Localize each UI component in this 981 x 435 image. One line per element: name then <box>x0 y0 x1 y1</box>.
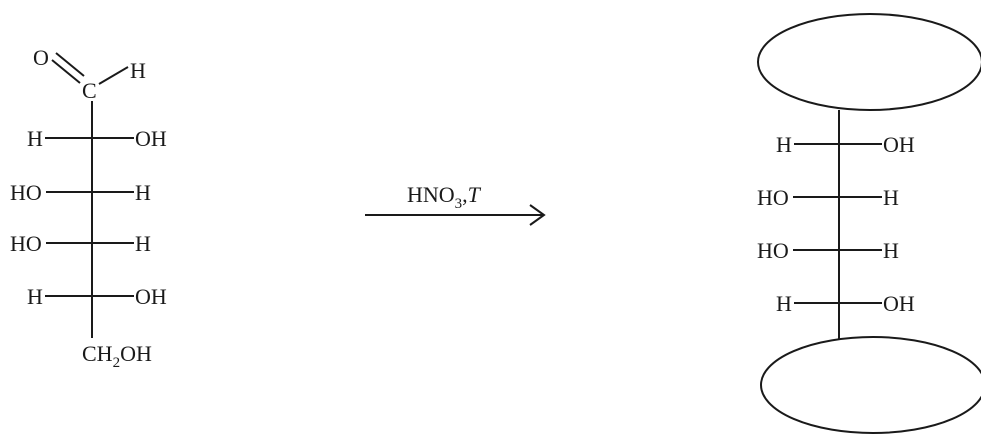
arrow-head <box>529 204 546 226</box>
product-structure: H OH HO H HO H H OH <box>757 13 981 434</box>
reactant-bottom-group: CH2OH <box>82 341 152 371</box>
carbonyl-double-bond-1 <box>51 59 81 84</box>
product-row1-left: H <box>776 132 792 157</box>
product-row4-left: H <box>776 291 792 316</box>
reactant-row3-right: H <box>135 231 151 256</box>
product-row3-left: HO <box>757 238 789 263</box>
aldehyde-carbon-label: C <box>82 78 97 103</box>
reactant-glucose: O C H H OH HO H HO H H OH CH2OH <box>10 45 167 371</box>
reactant-row1-left: H <box>27 126 43 151</box>
product-row2-right: H <box>883 185 899 210</box>
product-row1-right: OH <box>883 132 915 157</box>
reactant-row2-left: HO <box>10 180 42 205</box>
reactant-row3-left: HO <box>10 231 42 256</box>
carbonyl-double-bond-2 <box>55 52 85 77</box>
product-row2-left: HO <box>757 185 789 210</box>
reaction-arrow: HNO3,T <box>365 182 546 226</box>
product-row4-right: OH <box>883 291 915 316</box>
reagent-label: HNO3,T <box>407 182 482 212</box>
product-top-group-placeholder <box>757 13 981 111</box>
aldehyde-hydrogen-label: H <box>130 58 146 83</box>
aldehyde-oxygen-label: O <box>33 45 49 70</box>
aldehyde-ch-bond <box>98 66 129 85</box>
reactant-row1-right: OH <box>135 126 167 151</box>
reactant-row2-right: H <box>135 180 151 205</box>
product-row3-right: H <box>883 238 899 263</box>
reactant-row4-left: H <box>27 284 43 309</box>
product-bottom-group-placeholder <box>760 336 981 434</box>
reactant-row4-right: OH <box>135 284 167 309</box>
